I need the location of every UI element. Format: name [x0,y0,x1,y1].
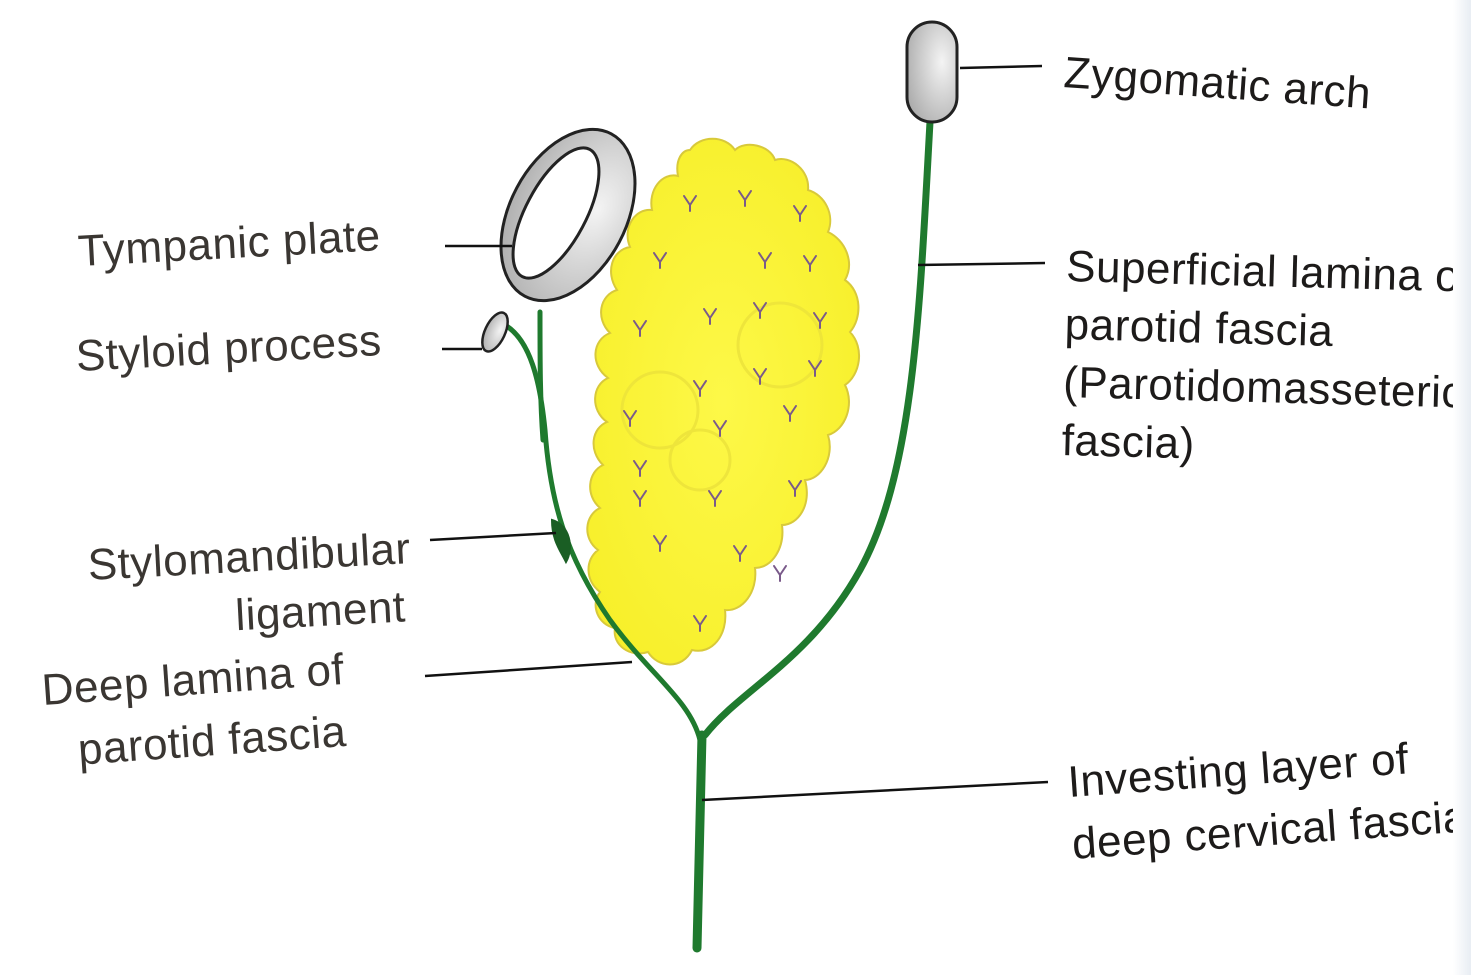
gland-duct-mark [703,308,717,325]
gland-duct-mark [653,535,667,552]
leader-deep [424,660,633,678]
gland-duct-mark [753,368,767,385]
gland-duct-mark [733,545,747,562]
page-edge-shadow [1453,0,1471,975]
label-deep-lamina: Deep lamina of parotid fascia [40,639,351,784]
leader-stylomandibular [429,531,557,542]
gland-duct-mark [693,615,707,632]
gland-duct-mark [783,405,797,422]
gland-duct-mark [633,490,647,507]
gland-duct-mark [773,565,787,582]
gland-duct-mark [713,420,727,437]
gland-duct-mark [813,312,827,329]
gland-duct-mark [788,480,802,497]
leader-zygomatic [959,64,1043,70]
label-stylomandibular-ligament: Stylomandibular ligament [19,520,415,656]
label-superficial-line-3: (Parotidomasseteric [1062,357,1465,418]
leader-superficial [917,261,1046,267]
investing-layer-line [692,730,707,953]
label-superficial-line-4: fascia) [1061,415,1196,469]
gland-duct-mark [633,460,647,477]
gland-duct-mark [693,380,707,397]
label-superficial-lamina: Superficial lamina of parotid fascia (Pa… [1061,238,1471,481]
gland-duct-mark [633,320,647,337]
gland-duct-mark [753,302,767,319]
gland-duct-mark [653,252,667,269]
stylomandibular-ligament-shape [550,518,571,565]
parotid-gland [586,137,861,666]
tympanic-plate-bone [499,127,637,303]
gland-duct-mark [683,195,697,212]
zygomatic-arch-bone [905,20,959,124]
gland-duct-mark [803,255,817,272]
gland-duct-mark [793,205,807,222]
label-superficial-line-2: parotid fascia [1064,300,1335,357]
leader-lines [424,64,1049,802]
gland-duct-mark [623,410,637,427]
gland-duct-mark [738,190,752,207]
gland-duct-mark [708,490,722,507]
styloid-process-bone [481,311,509,353]
gland-duct-mark [758,252,772,269]
tympanic-fascia-line [537,309,546,443]
leader-investing [701,780,1049,802]
label-superficial-line-1: Superficial lamina of [1065,242,1471,302]
gland-duct-mark [808,360,822,377]
